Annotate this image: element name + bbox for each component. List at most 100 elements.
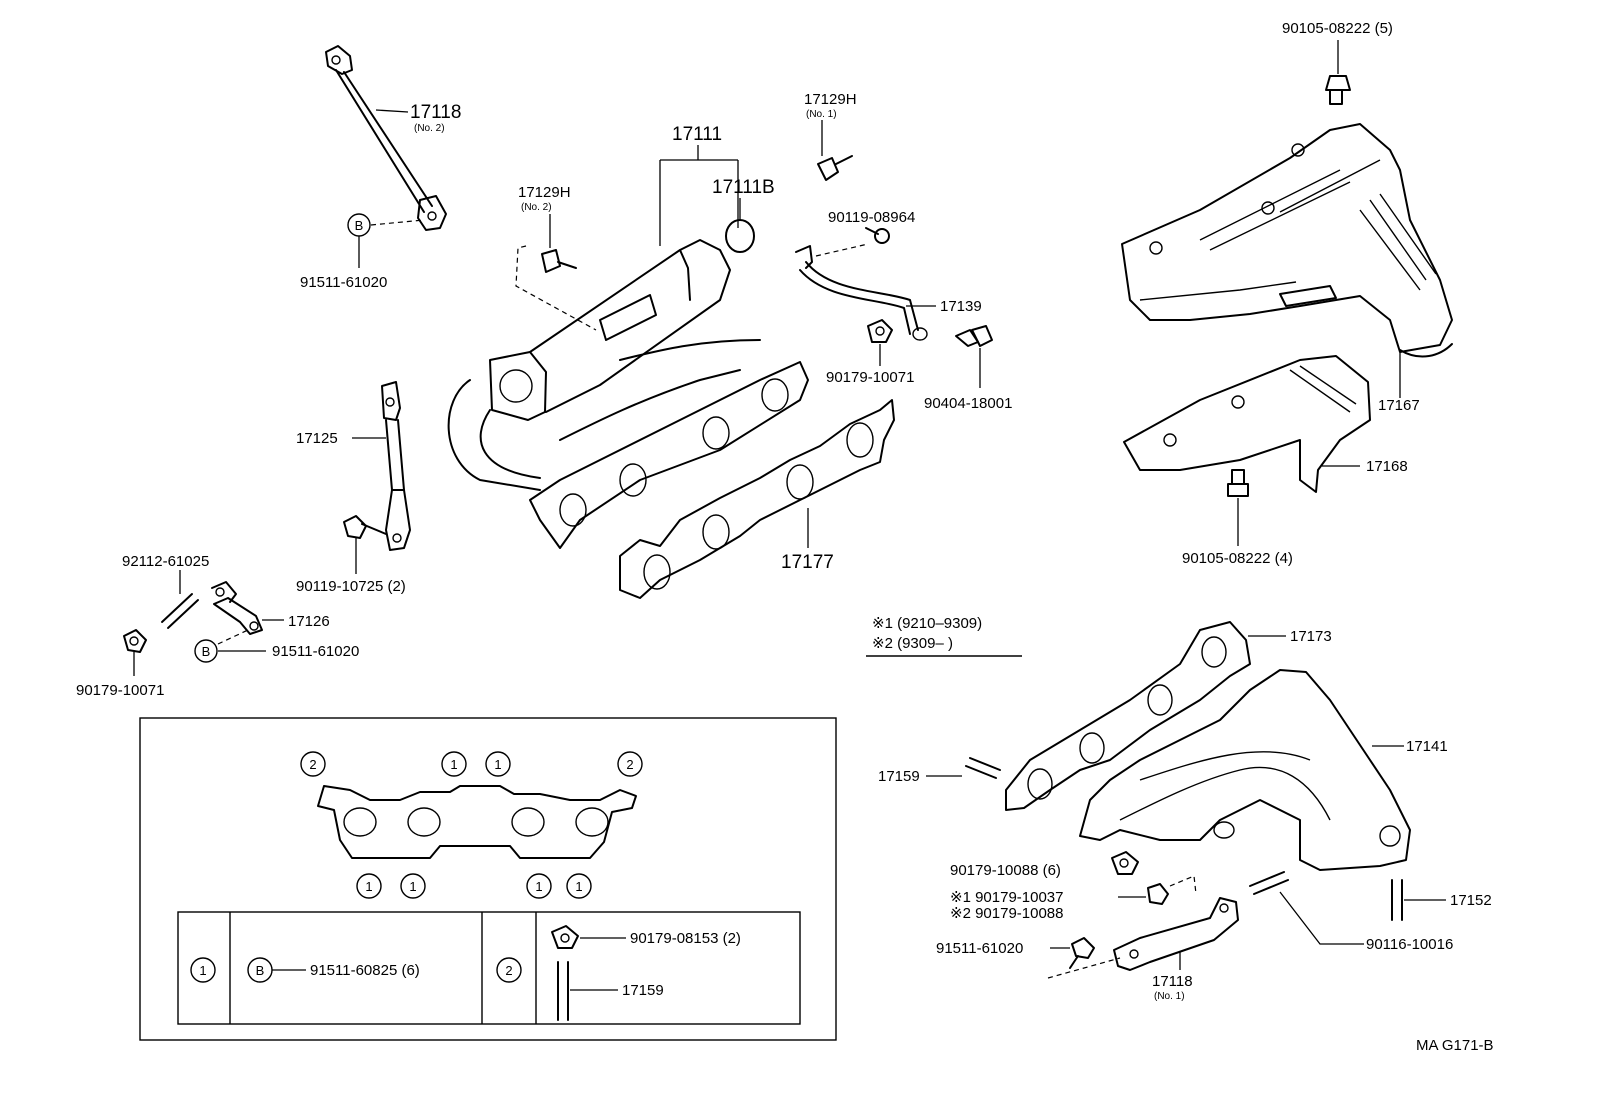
label-90105-08222-4: 90105-08222 (4) [1182,550,1293,567]
circle-marker-1-f: 1 [566,873,592,899]
label-17173: 17173 [1290,628,1332,645]
nut-90179-10071-b [123,629,147,653]
svg-text:1: 1 [409,879,416,894]
label-17118-no1: 17118 [1152,973,1193,990]
label-17118-no2-sub: (No. 2) [414,123,445,134]
nut-90179-10088 [1111,851,1139,875]
circle-marker-2-right: 2 [617,751,643,777]
stay-17126 [211,581,263,635]
label-91511-61020-b: 91511-61020 [272,643,359,660]
stud-17152 [1391,879,1403,921]
union-90404-18001 [955,325,993,347]
svg-text:1: 1 [575,879,582,894]
svg-text:1: 1 [535,879,542,894]
label-90119-10725: 90119-10725 (2) [296,578,406,595]
heat-insulator-17168 [1123,355,1371,493]
label-17129h-no1: 17129H [804,91,857,108]
label-90179-10071-a: 90179-10071 [826,369,914,386]
label-92112-61025: 92112-61025 [122,553,209,570]
nut-90179-10037 [1147,883,1169,905]
stay-17118-no1 [1113,897,1239,971]
bolt-90119-08964 [865,227,890,244]
label-17167: 17167 [1378,397,1420,414]
svg-text:B: B [256,963,265,978]
table-b-marker: B [247,957,273,983]
label-91511-61020-c: 91511-61020 [936,940,1023,957]
label-17129h-no1-sub: (No. 1) [806,109,837,120]
table-marker-1: 1 [190,957,216,983]
nut-90179-10071-a [867,319,893,343]
svg-text:1: 1 [450,757,457,772]
b-marker-b: B [194,639,218,663]
svg-text:2: 2 [505,963,512,978]
stay-17118-no2 [325,45,447,231]
label-17125: 17125 [296,430,338,447]
label-17118-no2: 17118 [410,102,461,123]
svg-text:B: B [202,644,211,659]
circle-marker-1-e: 1 [526,873,552,899]
label-17159-b: 17159 [622,982,664,999]
b-marker-a: B [347,213,371,237]
label-90404-18001: 90404-18001 [924,395,1012,412]
label-17129h-no2: 17129H [518,184,571,201]
gasket-17177 [619,399,895,599]
bolt-90105-08222-4 [1227,469,1249,497]
gasket-reference-box [139,717,837,1041]
label-91511-61020-a: 91511-61020 [300,274,387,291]
svg-text:B: B [355,218,364,233]
label-90179-08153: 90179-08153 (2) [630,930,741,947]
label-90119-08964: 90119-08964 [828,209,915,226]
label-17152: 17152 [1450,892,1492,909]
sensor-17129h-no1 [817,155,853,181]
label-17159-a: 17159 [878,768,920,785]
svg-text:1: 1 [365,879,372,894]
stud-17159-a [965,757,1001,779]
label-90179-10088-6: 90179-10088 (6) [950,862,1061,879]
plug-17111b [725,219,755,253]
label-90179-10071-b: 90179-10071 [76,682,164,699]
label-17111: 17111 [672,124,722,145]
label-90179-10088-b: ※2 90179-10088 [950,905,1064,922]
label-17177: 17177 [781,552,834,573]
nut-90179-08153 [551,925,579,949]
stud-90116-10016 [1249,871,1289,895]
heat-insulator-17167 [1121,123,1453,358]
manifold-17111 [447,239,809,549]
circle-marker-1-c: 1 [356,873,382,899]
exhaust-manifold-17141 [1079,669,1411,871]
stud-92112-61025 [161,593,199,629]
stud-17159-b [557,961,569,1021]
label-17141: 17141 [1406,738,1448,755]
label-17129h-no2-sub: (No. 2) [521,202,552,213]
svg-text:2: 2 [626,757,633,772]
table-marker-2: 2 [496,957,522,983]
fastener-table [177,911,801,1025]
label-17168: 17168 [1366,458,1408,475]
label-17118-no1-sub: (No. 1) [1154,991,1185,1002]
circle-marker-1-a: 1 [441,751,467,777]
label-90179-10037: ※1 90179-10037 [950,889,1064,906]
bolt-90105-08222-5 [1325,75,1351,105]
pipe-17139 [795,245,928,341]
gasket-17173 [1005,621,1251,811]
label-91511-60825: 91511-60825 (6) [310,962,420,979]
bolt-90119-10725 [343,515,387,539]
diagram-code: MA G171-B [1416,1037,1494,1054]
svg-text:1: 1 [494,757,501,772]
circle-marker-1-b: 1 [485,751,511,777]
note-2: ※2 (9309– ) [872,635,953,652]
stay-17125 [381,381,411,551]
svg-text:2: 2 [309,757,316,772]
label-17139: 17139 [940,298,982,315]
bolt-91511-61020-c [1069,937,1095,969]
sensor-17129h-no2 [541,249,577,273]
svg-text:1: 1 [199,963,206,978]
label-90116-10016: 90116-10016 [1366,936,1453,953]
label-17126: 17126 [288,613,330,630]
note-1: ※1 (9210–9309) [872,615,982,632]
circle-marker-2-left: 2 [300,751,326,777]
label-90105-08222-5: 90105-08222 (5) [1282,20,1393,37]
circle-marker-1-d: 1 [400,873,426,899]
label-17111b: 17111B [712,177,775,198]
